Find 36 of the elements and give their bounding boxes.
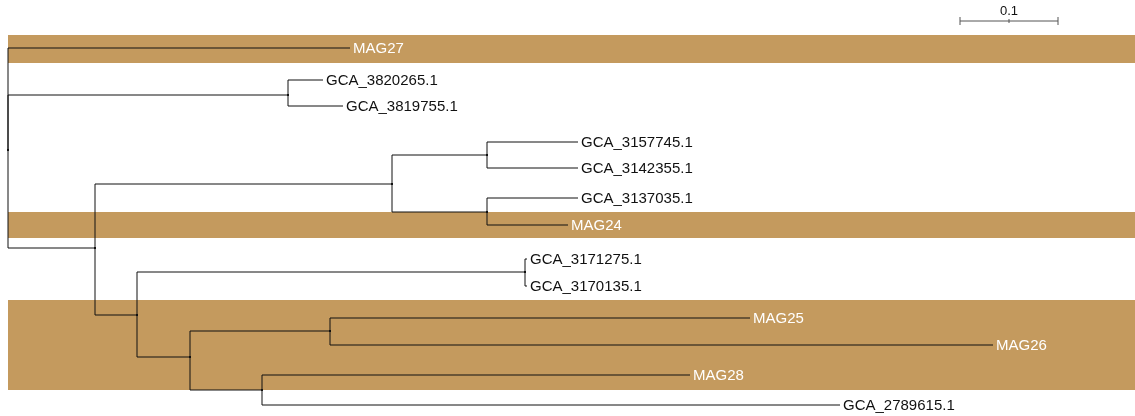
tree-branch (524, 271, 528, 287)
tree-branch (189, 330, 331, 358)
taxon-label: GCA_3171275.1 (530, 250, 642, 268)
tree-branch (261, 389, 841, 406)
tree-branch (7, 94, 289, 151)
tree-branch (486, 197, 579, 213)
tree-branch (287, 94, 344, 107)
tree-branch (391, 154, 488, 185)
taxon-label: GCA_3820265.1 (326, 71, 438, 89)
tree-branch (287, 79, 324, 96)
taxon-label: GCA_3170135.1 (530, 277, 642, 295)
tree-branch (524, 258, 528, 273)
taxon-label: GCA_3819755.1 (346, 97, 458, 115)
tree-branch (486, 141, 579, 156)
tree-branch (94, 247, 138, 316)
taxon-label: MAG25 (753, 309, 804, 327)
tree-branch (486, 154, 579, 169)
taxon-label: GCA_3142355.1 (581, 159, 693, 177)
tree-branch (486, 211, 569, 226)
tree-branch (189, 356, 263, 391)
scale-label: 0.1 (1000, 3, 1019, 18)
tree-branch (261, 374, 691, 391)
tree-branch (94, 183, 393, 249)
tree-branch (136, 271, 526, 316)
tree-branch (7, 149, 96, 249)
taxon-label: GCA_3157745.1 (581, 133, 693, 151)
tree-branch (329, 330, 994, 346)
taxon-label: GCA_3137035.1 (581, 189, 693, 207)
taxon-label: MAG28 (693, 366, 744, 384)
taxon-label: GCA_2789615.1 (843, 396, 955, 414)
tree-branch (136, 314, 191, 358)
taxon-label: MAG24 (571, 216, 622, 234)
tree-branch (391, 183, 488, 213)
taxon-label: MAG27 (353, 39, 404, 57)
tree-branch (329, 317, 751, 332)
taxon-label: MAG26 (996, 336, 1047, 354)
